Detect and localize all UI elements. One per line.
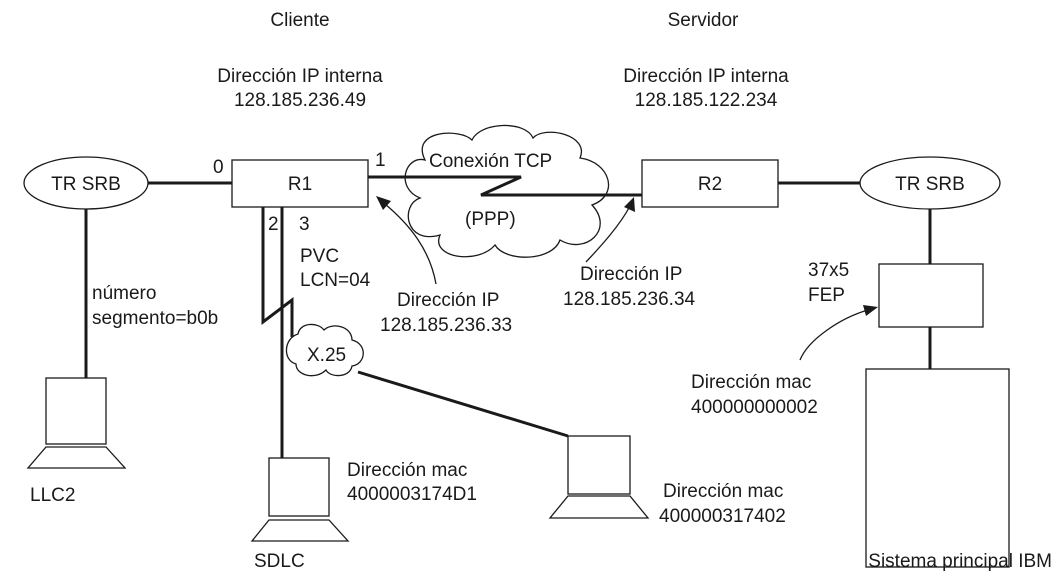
ibm-host <box>865 368 1010 568</box>
llc2-terminal <box>26 377 127 469</box>
x25-label: X.25 <box>307 345 346 366</box>
link-r1-x25 <box>261 207 294 337</box>
fep-mac-label: Dirección mac <box>691 372 811 393</box>
server-title: Servidor <box>668 10 739 31</box>
pvc-line1: PVC <box>300 246 339 267</box>
arrow-r2-ip-head <box>624 197 635 212</box>
arrow-r1-ip-head <box>376 196 391 210</box>
fep-line2: FEP <box>808 285 845 306</box>
fep-mac-value: 400000000002 <box>691 397 818 418</box>
arrow-r2-ip <box>585 205 631 263</box>
arrow-fep-mac <box>799 309 869 361</box>
arrow-fep-mac-head <box>863 305 878 316</box>
llc2-label: LLC2 <box>30 485 75 506</box>
left-ring-label: TR SRB <box>51 174 121 195</box>
sdlc-terminal <box>250 457 350 542</box>
x25-terminal <box>548 435 650 519</box>
r2-label: R2 <box>698 174 722 195</box>
right-token-ring <box>859 156 1001 210</box>
port-1: 1 <box>375 150 386 171</box>
x25-mac-label: Dirección mac <box>663 481 783 502</box>
router-r2 <box>641 159 779 208</box>
segment-line1: número <box>92 283 156 304</box>
ppp-link-overlay <box>368 175 642 197</box>
ppp-label: (PPP) <box>465 209 516 230</box>
sdlc-label: SDLC <box>254 551 305 572</box>
left-token-ring <box>23 156 149 210</box>
r2-ip-value: 128.185.236.34 <box>563 289 696 310</box>
r1-ip-label: Dirección IP <box>397 290 499 311</box>
host-label: Sistema principal IBM <box>868 551 1052 572</box>
r1-label: R1 <box>288 174 312 195</box>
link-x25-terminal <box>357 370 569 438</box>
port-3: 3 <box>299 214 310 235</box>
right-ring-label: TR SRB <box>895 174 965 195</box>
port-0: 0 <box>213 157 224 178</box>
x25-mac-value: 400000317402 <box>659 506 786 527</box>
segment-line2: segmento=b0b <box>92 308 218 329</box>
client-title: Cliente <box>270 10 329 31</box>
r2-ip-label: Dirección IP <box>580 264 682 285</box>
client-ip-label: Dirección IP interna <box>217 66 383 87</box>
x25-cloud <box>285 323 364 377</box>
fep-line1: 37x5 <box>808 260 849 281</box>
pvc-line2: LCN=04 <box>300 270 371 291</box>
fep-box <box>878 263 984 328</box>
sdlc-mac-value: 4000003174D1 <box>347 484 477 505</box>
tcp-cloud <box>404 124 610 258</box>
server-ip-label: Dirección IP interna <box>623 66 789 87</box>
port-2: 2 <box>268 214 279 235</box>
client-ip-value: 128.185.236.49 <box>234 90 366 111</box>
server-ip-value: 128.185.122.234 <box>635 90 778 111</box>
sdlc-mac-label: Dirección mac <box>347 460 467 481</box>
router-r1 <box>231 159 369 208</box>
arrow-r1-ip <box>384 203 437 285</box>
tcp-label: Conexión TCP <box>429 151 552 172</box>
r1-ip-value: 128.185.236.33 <box>380 315 512 336</box>
